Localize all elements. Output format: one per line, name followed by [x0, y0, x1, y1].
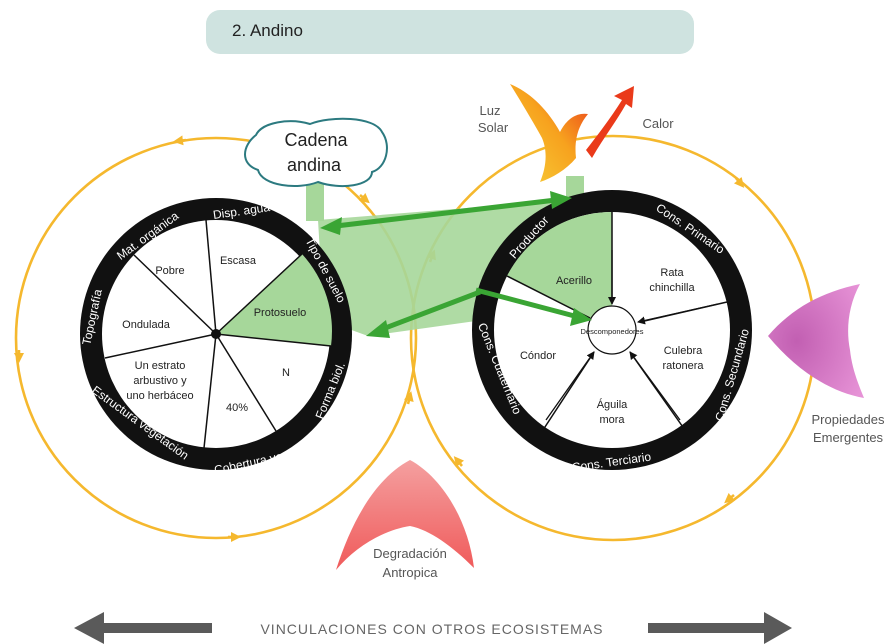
sector-aguila-1: Águila	[597, 398, 628, 411]
sun-heat-icon	[510, 84, 634, 182]
sector-acerillo: Acerillo	[556, 275, 592, 287]
decomposer-label: Descomponedores	[581, 327, 644, 336]
propiedades-line2: Emergentes	[813, 430, 884, 445]
title-banner: 2. Andino	[206, 10, 694, 54]
page-title: 2. Andino	[232, 21, 303, 40]
cadena-andina-cloud: Cadena andina	[244, 117, 388, 188]
left-wheel-hub	[211, 329, 221, 339]
left-wheel: Pobre Escasa Protosuelo N 40% Un estrato…	[79, 198, 352, 477]
emergent-properties-shape	[768, 284, 864, 398]
degradacion-line2: Antropica	[383, 565, 439, 580]
left-cycle-ring	[14, 135, 418, 542]
sector-n: N	[282, 367, 290, 379]
luz-label-line2: Solar	[478, 120, 509, 135]
propiedades-line1: Propiedades	[812, 412, 885, 427]
sector-estrato-3: uno herbáceo	[126, 390, 193, 402]
sector-estrato-1: Un estrato	[135, 360, 186, 372]
calor-label: Calor	[642, 116, 674, 131]
degradation-shape	[336, 460, 474, 570]
left-wheel-dividers	[104, 219, 332, 449]
degradacion-line1: Degradación	[373, 546, 447, 561]
sector-ondulada: Ondulada	[122, 319, 171, 331]
decomposer-hub	[587, 305, 637, 355]
cadena-line1: Cadena	[284, 130, 348, 150]
sector-condor: Cóndor	[520, 350, 556, 362]
right-wheel-arrows	[545, 250, 719, 421]
sector-rata-2: chinchilla	[649, 282, 695, 294]
sector-pobre: Pobre	[155, 265, 184, 277]
sector-culebra-1: Culebra	[664, 345, 703, 357]
sector-rata-1: Rata	[660, 267, 684, 279]
sector-pct: 40%	[226, 402, 248, 414]
vinculaciones-label: VINCULACIONES CON OTROS ECOSISTEMAS	[260, 621, 603, 637]
vinculaciones-arrow: VINCULACIONES CON OTROS ECOSISTEMAS	[74, 612, 792, 644]
sector-culebra-2: ratonera	[663, 360, 705, 372]
cadena-line2: andina	[287, 155, 342, 175]
luz-label-line1: Luz	[480, 103, 501, 118]
sector-estrato-2: arbustivo y	[133, 375, 187, 387]
sector-aguila-2: mora	[599, 414, 625, 426]
right-wheel: Descomponedores Acerillo Rata chinchilla…	[472, 190, 752, 475]
sector-escasa: Escasa	[220, 255, 257, 267]
green-flow-arrows	[320, 191, 592, 338]
sector-protosuelo: Protosuelo	[254, 307, 307, 319]
